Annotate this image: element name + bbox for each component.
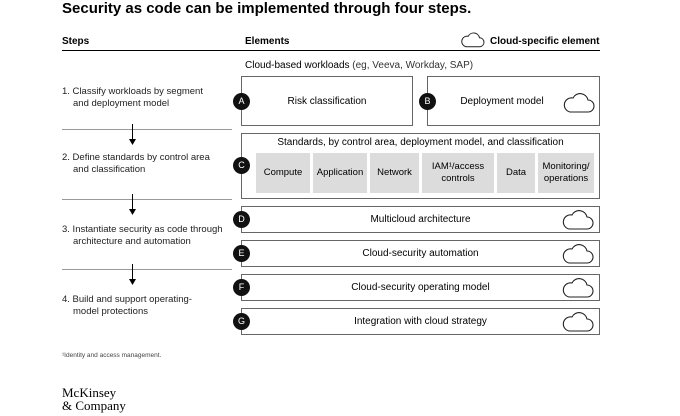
element-e-label: Cloud-security automation [362,248,479,259]
page-title: Security as code can be implemented thro… [62,0,472,17]
control-area-cell: Monitoring/operations [538,153,594,193]
step-divider [62,129,232,130]
cloud-icon [562,210,594,230]
element-d-box: Multicloud architecture [241,206,600,233]
down-arrow-icon [129,124,136,145]
down-arrow-icon [129,194,136,215]
step-divider [62,269,232,270]
element-d-marker: D [233,211,250,228]
element-a-label: Risk classification [287,96,367,107]
elements-header: Elements [245,36,290,47]
control-area-cell: Network [370,153,419,193]
control-area-cell: Compute [256,153,310,193]
cloud-legend-label: Cloud-specific element [490,36,600,47]
down-arrow-icon [129,264,136,285]
element-b-label: Deployment model [460,96,544,107]
element-g-marker: G [233,313,250,330]
cloud-legend-icon [461,32,485,48]
element-b-box: Deployment model [427,76,600,126]
element-e-box: Cloud-security automation [241,240,600,267]
element-f-box: Cloud-security operating model [241,274,600,301]
element-a-marker: A [233,93,250,110]
footnote: ¹Identity and access management. [62,352,162,359]
element-e-marker: E [233,245,250,262]
element-d-label: Multicloud architecture [370,214,471,225]
mckinsey-logo: McKinsey & Company [62,385,126,413]
header-rule [62,50,600,51]
cloud-icon [563,93,595,113]
element-c-box: Standards, by control area, deployment m… [241,133,600,199]
control-area-cell: Data [497,153,535,193]
cloud-icon [562,278,594,298]
element-g-box: Integration with cloud strategy [241,308,600,335]
element-f-label: Cloud-security operating model [351,282,490,293]
element-b-marker: B [419,93,436,110]
element-f-marker: F [233,279,250,296]
steps-header: Steps [62,36,90,47]
control-area-cell: Application [313,153,367,193]
step-4: 4. Build and support operating-model pro… [62,294,192,317]
element-g-label: Integration with cloud strategy [354,316,487,327]
cloud-icon [562,244,594,264]
step-divider [62,199,232,200]
element-c-marker: C [233,157,250,174]
cloud-icon [562,312,594,332]
workloads-label: Cloud-based workloads (eg, Veeva, Workda… [245,60,474,71]
element-c-title: Standards, by control area, deployment m… [277,137,564,148]
element-a-box: Risk classification [241,76,413,126]
